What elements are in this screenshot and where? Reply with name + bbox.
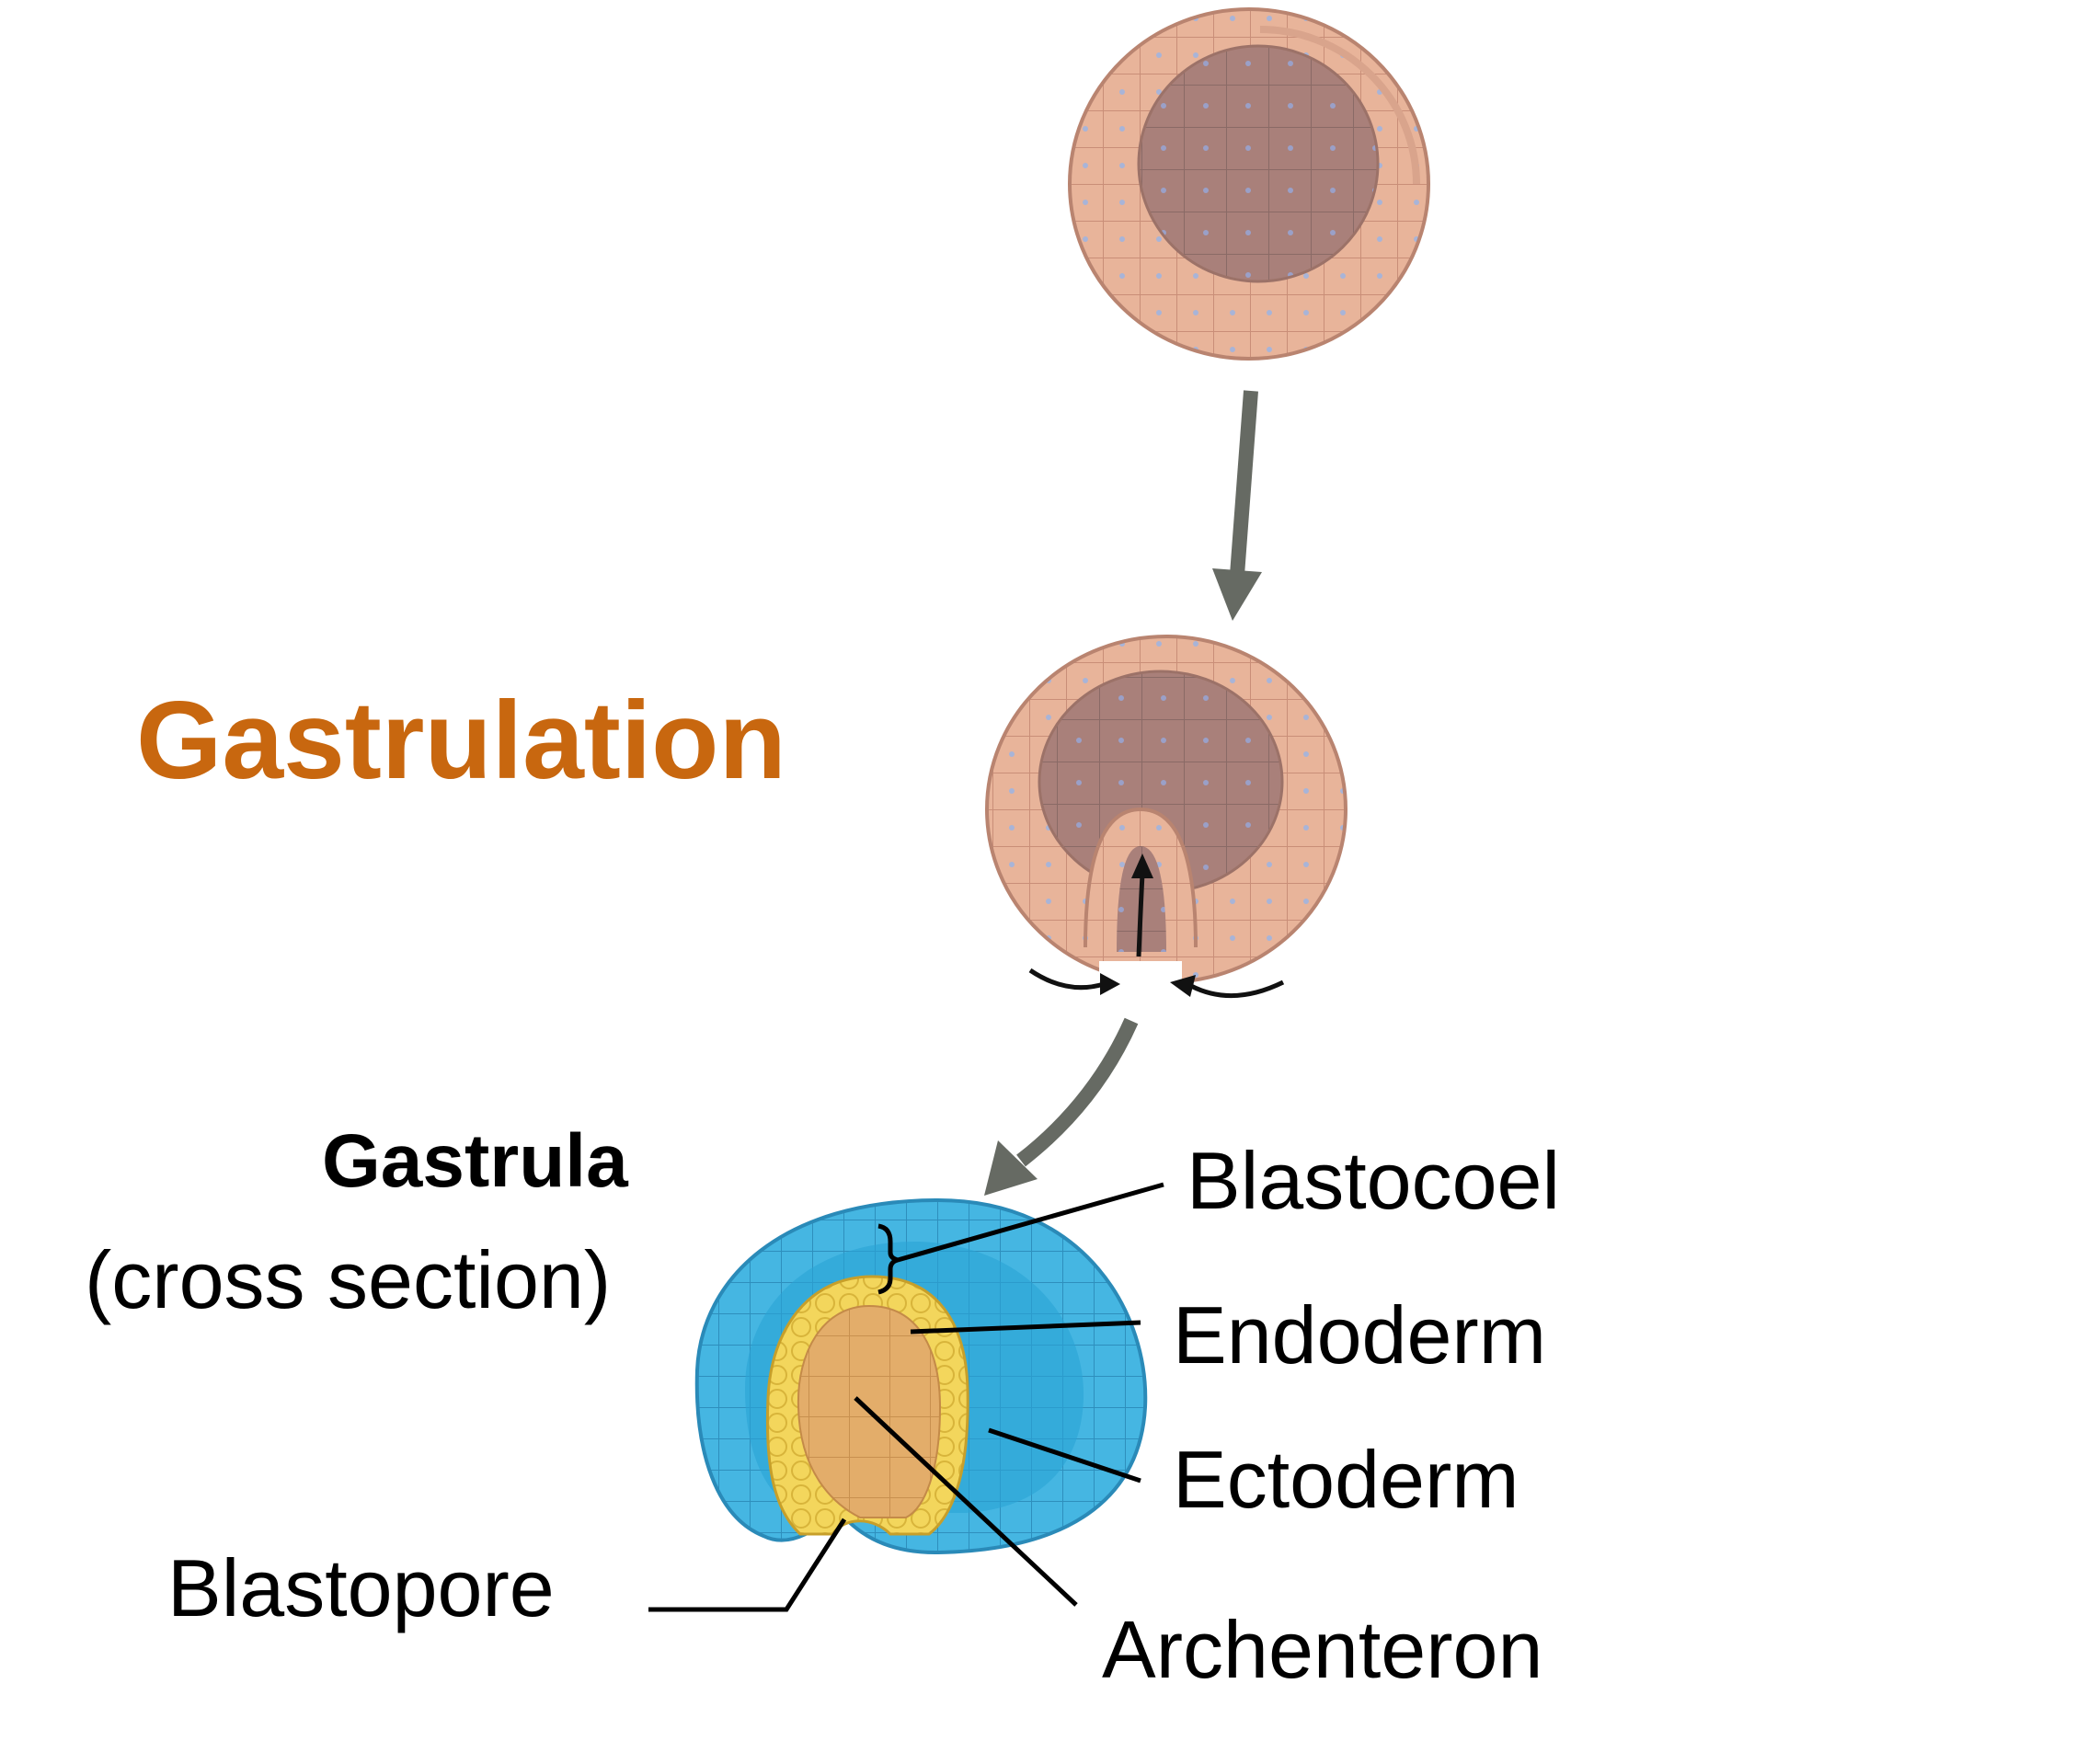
page-title: Gastrulation (136, 679, 786, 802)
ectoderm-leader (988, 1427, 1141, 1483)
gastrula-cross-section (694, 1197, 1148, 1555)
blastula (1068, 7, 1430, 361)
blastocoel-leader (897, 1182, 1164, 1263)
label-endoderm: Endoderm (1173, 1289, 1547, 1380)
arrow-blastula-to-gastrulation (1212, 390, 1262, 621)
gastrula-heading: Gastrula (322, 1119, 628, 1203)
label-ectoderm: Ectoderm (1173, 1434, 1519, 1525)
endoderm-leader (910, 1320, 1141, 1334)
label-archenteron: Archenteron (1102, 1604, 1543, 1695)
gastrula-subheading: (cross section) (85, 1234, 612, 1325)
leader-lines (648, 1182, 1164, 1612)
invaginating-embryo (985, 635, 1347, 998)
arrow-gastrulation-to-gastrula (984, 1017, 1139, 1196)
invagination-arrows (1028, 853, 1285, 999)
archenteron-leader (854, 1396, 1078, 1607)
blastopore-leader (648, 1518, 847, 1612)
label-blastocoel: Blastocoel (1187, 1135, 1561, 1226)
label-blastopore: Blastopore (167, 1542, 555, 1633)
